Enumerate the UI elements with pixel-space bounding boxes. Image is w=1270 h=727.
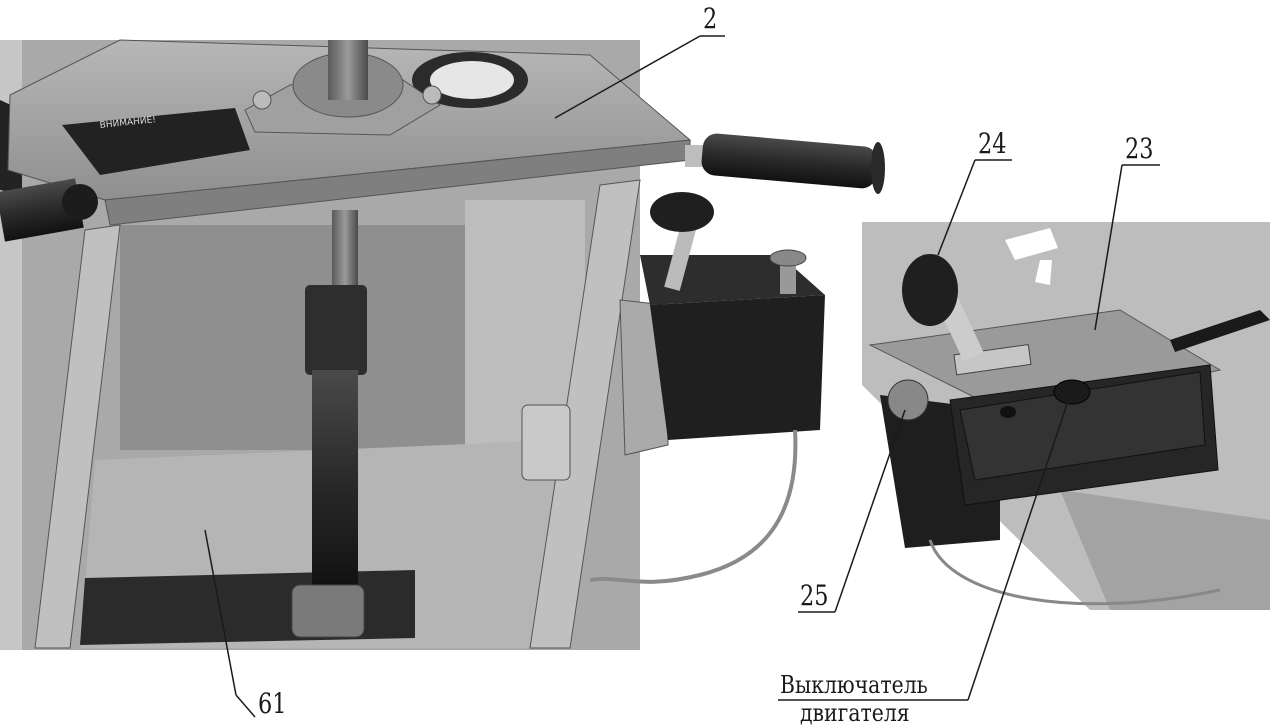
cable — [589, 429, 798, 584]
rod-lower — [312, 370, 358, 590]
closeup-vent-upper — [1005, 228, 1058, 260]
right-frame-post — [529, 179, 641, 649]
closeup-lever-knob — [902, 254, 958, 326]
callout-61: 61 — [258, 687, 287, 720]
rear-wall — [120, 225, 470, 450]
closeup-vent-lower — [1035, 260, 1052, 285]
rod-upper — [332, 210, 358, 290]
left-view: ВНИМАНИЕ! — [0, 39, 885, 650]
leader-24 — [937, 159, 976, 256]
lever-knob — [650, 192, 714, 232]
closeup-scale-plate — [953, 343, 1032, 376]
leader-lines — [204, 35, 1160, 718]
switch-box-body — [650, 295, 825, 440]
closeup-cable — [928, 539, 1221, 606]
left-frame-post — [34, 224, 121, 649]
clamp-bracket — [521, 404, 571, 481]
vertical-column-top — [328, 40, 368, 100]
stop-button-cap — [769, 249, 807, 267]
closeup-stop-button — [887, 379, 929, 421]
dial-face — [430, 61, 514, 99]
stop-button-stem — [780, 262, 796, 294]
callout-24: 24 — [978, 127, 1007, 160]
lever-shaft — [664, 219, 698, 291]
callout-23: 23 — [1125, 132, 1154, 165]
callout-motor-switch-line1: Выключатель — [780, 671, 928, 699]
right-handle-end — [871, 142, 885, 194]
right-handle-grip — [701, 133, 878, 189]
warning-plate — [62, 108, 250, 175]
leader-61-b — [235, 694, 256, 718]
left-handle-flange — [62, 184, 98, 220]
closeup-motor-switch — [1053, 379, 1091, 405]
callout-motor-switch-line2: двигателя — [800, 699, 910, 727]
leader-23 — [1094, 164, 1123, 331]
closeup-rail — [1060, 490, 1270, 610]
callout-25: 25 — [800, 579, 829, 612]
closeup-switch-cover — [959, 371, 1206, 481]
right-view — [862, 222, 1270, 610]
closeup-small-bolt — [1000, 406, 1016, 418]
callout-2: 2 — [703, 2, 718, 35]
rod-coupling — [305, 285, 367, 375]
closeup-hose — [1170, 310, 1270, 352]
rod-clamp — [291, 584, 365, 638]
left-handle — [0, 178, 84, 242]
bolt-right — [422, 85, 442, 105]
leader-25 — [834, 409, 906, 613]
leader-61 — [204, 529, 237, 696]
bolt-left — [252, 90, 272, 110]
switch-box-top — [640, 255, 825, 305]
leader-motor-switch — [967, 394, 1071, 701]
leader-2 — [554, 35, 701, 119]
base-beam — [80, 570, 415, 645]
